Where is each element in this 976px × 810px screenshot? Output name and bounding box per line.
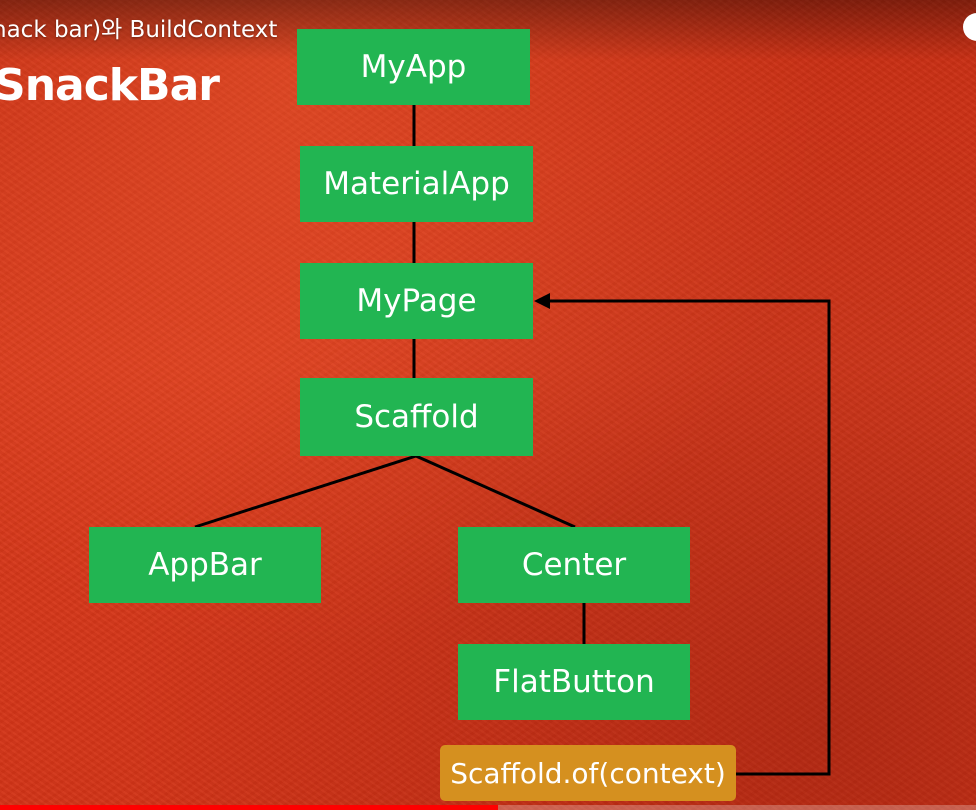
node-appbar: AppBar — [89, 527, 321, 603]
edge-scaffold-appbar — [194, 454, 417, 529]
node-flatbutton: FlatButton — [458, 644, 690, 720]
node-center-label: Center — [521, 547, 627, 583]
video-title[interactable]: nack bar)와 BuildContext — [0, 17, 278, 43]
video-progress-bar[interactable] — [0, 805, 976, 810]
node-myapp-label: MyApp — [360, 49, 467, 85]
video-progress-fill — [0, 805, 498, 810]
edge-scaffoldof-mypage — [548, 299, 831, 776]
node-mypage-label: MyPage — [356, 283, 477, 319]
node-scaffold-of-context: Scaffold.of(context) — [440, 745, 736, 801]
node-scaffold: Scaffold — [300, 378, 533, 456]
slide-heading: SnackBar — [0, 60, 220, 111]
node-materialapp-label: MaterialApp — [323, 166, 510, 202]
node-materialapp: MaterialApp — [300, 146, 533, 222]
node-scaffold-of-context-label: Scaffold.of(context) — [450, 756, 726, 790]
node-scaffold-label: Scaffold — [354, 399, 479, 435]
arrowhead-icon — [534, 293, 550, 309]
channel-avatar-icon[interactable] — [963, 13, 976, 41]
edge-scaffold-center — [415, 454, 576, 529]
node-appbar-label: AppBar — [148, 547, 262, 583]
node-center: Center — [458, 527, 690, 603]
node-flatbutton-label: FlatButton — [493, 664, 655, 700]
node-myapp: MyApp — [297, 29, 530, 105]
node-mypage: MyPage — [300, 263, 533, 339]
